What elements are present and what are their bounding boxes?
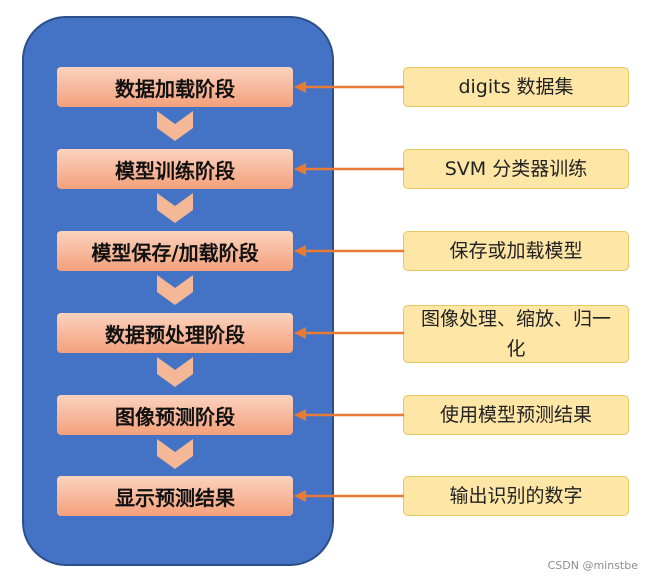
note-text: 输出识别的数字 bbox=[449, 485, 583, 507]
note-text: 使用模型预测结果 bbox=[439, 404, 592, 426]
stage-label: 图像预测阶段 bbox=[115, 404, 235, 429]
stage-model-save-load: 模型保存/加载阶段 bbox=[57, 231, 293, 271]
watermark: CSDN @minstbe bbox=[547, 559, 638, 572]
note-text: SVM 分类器训练 bbox=[444, 158, 588, 180]
stage-image-prediction: 图像预测阶段 bbox=[57, 395, 293, 435]
note-output-digit: 输出识别的数字 bbox=[403, 476, 629, 516]
stage-data-loading: 数据加载阶段 bbox=[57, 67, 293, 107]
chevron-down-icon bbox=[157, 275, 193, 305]
note-model-predict: 使用模型预测结果 bbox=[403, 395, 629, 435]
stage-label: 模型保存/加载阶段 bbox=[91, 240, 259, 265]
chevron-down-icon bbox=[157, 193, 193, 223]
arrow-left-icon bbox=[294, 81, 404, 93]
arrow-left-icon bbox=[294, 409, 404, 421]
stage-model-training: 模型训练阶段 bbox=[57, 149, 293, 189]
arrow-left-icon bbox=[294, 490, 404, 502]
arrow-left-icon bbox=[294, 327, 404, 339]
stage-label: 显示预测结果 bbox=[115, 485, 235, 510]
chevron-down-icon bbox=[157, 357, 193, 387]
stage-show-result: 显示预测结果 bbox=[57, 476, 293, 516]
note-text: 保存或加载模型 bbox=[449, 240, 583, 262]
note-save-load-model: 保存或加载模型 bbox=[403, 231, 629, 271]
stage-preprocessing: 数据预处理阶段 bbox=[57, 313, 293, 353]
note-image-processing: 图像处理、缩放、归一化 bbox=[403, 305, 629, 363]
stage-label: 数据加载阶段 bbox=[115, 76, 235, 101]
stage-label: 模型训练阶段 bbox=[115, 158, 235, 183]
note-digits-dataset: digits 数据集 bbox=[403, 67, 629, 107]
chevron-down-icon bbox=[157, 439, 193, 469]
arrow-left-icon bbox=[294, 245, 404, 257]
arrow-left-icon bbox=[294, 163, 404, 175]
note-text: 图像处理、缩放、归一化 bbox=[420, 308, 611, 360]
note-text: digits 数据集 bbox=[458, 76, 574, 98]
chevron-down-icon bbox=[157, 111, 193, 141]
note-svm-training: SVM 分类器训练 bbox=[403, 149, 629, 189]
stage-label: 数据预处理阶段 bbox=[105, 322, 245, 347]
